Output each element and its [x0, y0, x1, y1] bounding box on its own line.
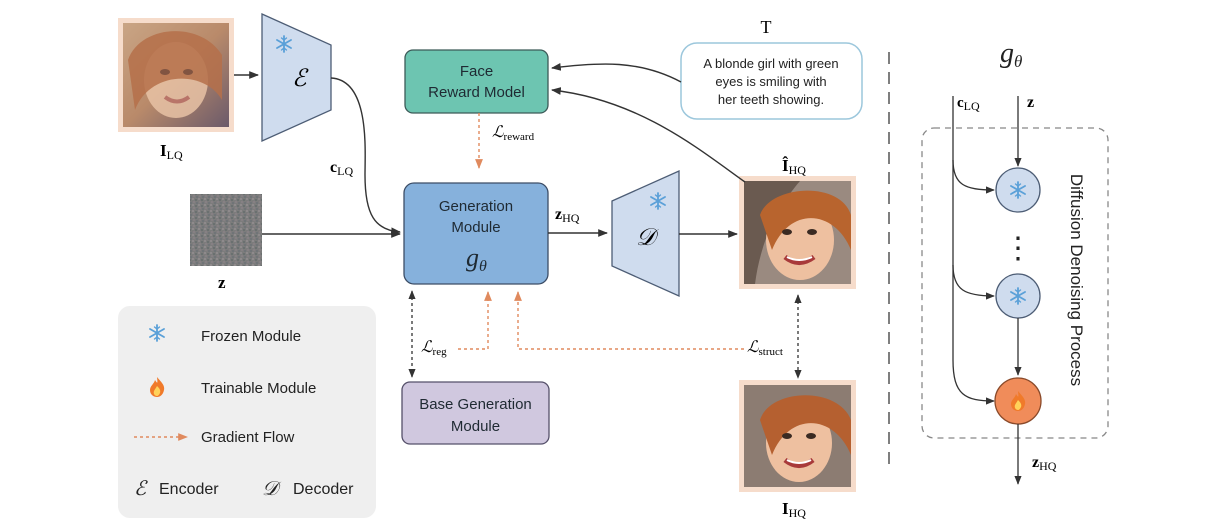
encoder-symbol: ℰ [292, 66, 309, 92]
decoder-block: 𝒟 [611, 169, 680, 298]
right-c-lq-label: cLQ [957, 95, 980, 113]
i-hat-hq-label: ÎHQ [782, 156, 806, 177]
legend-encoder-symbol: ℰ [134, 478, 148, 500]
trainable-step [994, 377, 1042, 425]
legend-decoder-symbol: 𝒟 [262, 478, 282, 500]
prompt-line2: eyes is smiling with [715, 74, 826, 89]
text-prompt-label: T [761, 17, 772, 37]
legend-frozen-label: Frozen Module [201, 328, 301, 345]
denoising-process-frame [921, 127, 1109, 439]
c-lq-branch-3 [952, 359, 995, 405]
generation-line2: Module [451, 219, 500, 236]
arrow-encoder-to-generation [330, 77, 401, 236]
generation-line1: Generation [439, 198, 513, 215]
i-hq-label: IHQ [782, 499, 806, 520]
z-label: z [218, 273, 226, 292]
l-reward-label: ℒreward [492, 124, 535, 143]
z-hq-label: zHQ [555, 206, 580, 225]
noise-image [190, 194, 262, 266]
low-quality-image [118, 18, 234, 132]
legend-box: Frozen Module Trainable Module Gradient … [118, 306, 376, 518]
step-ellipsis: ⋮ [1003, 232, 1033, 265]
arrow-output-to-reward [551, 87, 746, 183]
right-panel-title: gθ [1000, 38, 1022, 71]
struct-gradient-arrow [514, 291, 744, 350]
prompt-line3: her teeth showing. [718, 92, 824, 107]
base-generation-line2: Module [451, 418, 500, 435]
frozen-step-2 [995, 273, 1041, 319]
face-reward-line1: Face [460, 63, 493, 80]
arrow-prompt-to-reward [551, 63, 682, 83]
l-reg-label: ℒreg [421, 339, 447, 358]
face-reward-line2: Reward Model [428, 84, 525, 101]
restored-image [739, 176, 856, 289]
encoder-block: ℰ [261, 12, 332, 143]
base-generation-line1: Base Generation [419, 396, 532, 413]
right-z-label: z [1027, 94, 1034, 111]
l-struct-label: ℒstruct [747, 339, 783, 358]
legend-gradient-label: Gradient Flow [201, 429, 295, 446]
legend-trainable-label: Trainable Module [201, 380, 316, 397]
ground-truth-image [739, 380, 856, 492]
generation-module-box: Generation Module gθ [403, 182, 549, 285]
c-lq-branch-1 [952, 159, 995, 194]
prompt-line1: A blonde girl with green [703, 56, 838, 71]
legend-encoder-label: Encoder [159, 481, 219, 498]
process-label: Diffusion Denoising Process [1067, 174, 1086, 386]
c-lq-label: cLQ [330, 159, 353, 178]
frozen-step-1 [995, 167, 1041, 213]
text-prompt-bubble: A blonde girl with green eyes is smiling… [680, 42, 863, 120]
i-lq-label: ILQ [160, 141, 183, 162]
c-lq-branch-2 [952, 264, 995, 300]
reg-gradient-arrow [458, 291, 492, 350]
face-reward-model-box: Face Reward Model [404, 49, 549, 114]
right-z-hq-label: zHQ [1032, 454, 1057, 473]
generation-g-theta: gθ [466, 243, 487, 275]
base-generation-module-box: Base Generation Module [401, 381, 550, 445]
legend-decoder-label: Decoder [293, 481, 354, 498]
